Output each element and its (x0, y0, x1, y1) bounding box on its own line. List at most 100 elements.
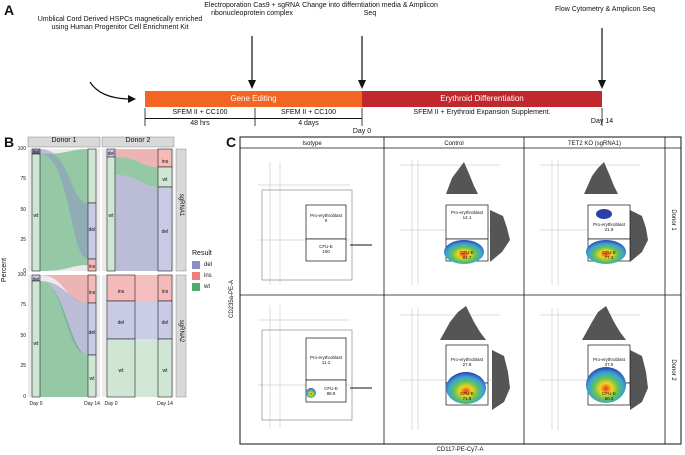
row-header-donor2: Donor 2 (670, 359, 676, 381)
sgrna2-strip (175, 274, 187, 398)
block-label: wt (108, 213, 114, 219)
flow-plot-tet2-donor2 (540, 306, 648, 430)
stage2-duration: 4 days (255, 118, 362, 128)
xtick-day14: Day 14 (157, 401, 173, 407)
gate-value: 37.5 (604, 362, 614, 367)
block-label: wt (33, 341, 39, 347)
stage2-label: SFEM II + CC100 (280, 109, 337, 116)
xtick-day0: Day 0 (104, 401, 118, 407)
gene-editing-label: Gene Editing (230, 94, 277, 103)
legend-item-wt: wt (192, 283, 232, 291)
ytick: 50 (20, 333, 26, 339)
block-label: del (161, 320, 169, 326)
alluvial-plot (27, 136, 187, 398)
gate-name: Pro-erythroblast (309, 355, 342, 360)
block-label: ins (117, 289, 125, 295)
block-label: wt (89, 376, 95, 382)
flow-plot-tet2-donor1 (540, 160, 648, 285)
stage3-label: SFEM II + Erythroid Expansion Supplement… (413, 109, 551, 116)
cd235a-axis-label: CD235a-PE-A (229, 280, 235, 319)
gate-value: 60.2 (604, 396, 614, 401)
gate-value: 77.3 (604, 255, 614, 260)
block-label: ins (88, 264, 96, 270)
flow-plot-isotype-donor2 (258, 305, 372, 428)
timeline-arrows (89, 28, 606, 126)
block-label: del (117, 320, 125, 326)
gate-name: CFU-E (602, 250, 616, 255)
day0-label: Day 0 (352, 128, 372, 135)
gate-value: 14.1 (462, 215, 472, 220)
legend-label: del (204, 262, 213, 268)
donor2-strip (101, 136, 175, 148)
legend-item-del: del (192, 261, 232, 269)
block-label: del (88, 227, 96, 233)
block-label: del (32, 277, 40, 283)
block-label: del (88, 330, 96, 336)
ytick: 50 (20, 207, 26, 213)
col-header-control: Control (444, 141, 464, 147)
xtick-day14: Day 14 (84, 401, 100, 407)
legend-title: Result (192, 250, 212, 257)
gate-name: Pro-erythroblast (450, 357, 483, 362)
legend-item-ins: ins (192, 272, 232, 280)
legend-label: ins (204, 273, 212, 279)
donor2-header: Donor 2 (125, 137, 151, 144)
gate-name: CFU-E (460, 250, 474, 255)
gate-value: 21.9 (604, 227, 614, 232)
panel-c-letter: C (226, 134, 237, 150)
block-label: wt (33, 213, 39, 219)
stage1-duration: 48 hrs (145, 118, 255, 128)
gate-name: Pro-erythroblast (592, 357, 625, 362)
legend-label: wt (204, 284, 210, 290)
gate-value: 88.9 (326, 391, 336, 396)
ytick: 100 (17, 146, 26, 152)
col-header-isotype: Isotype (302, 141, 322, 147)
gate-value: 0 (324, 218, 328, 223)
block-label: del (107, 151, 115, 157)
gate-name: CFU-E (319, 244, 333, 249)
flow-plot-control-donor2 (400, 306, 510, 430)
block-label: del (161, 229, 169, 235)
col-header-tet2: TET2 KO (sgRNA1) (567, 141, 621, 147)
legend-swatch (192, 272, 200, 280)
gate-name: CFU-E (602, 391, 616, 396)
sgrna1-strip (175, 148, 187, 272)
gate-value: 27.8 (462, 362, 472, 367)
legend-swatch (192, 283, 200, 291)
cd117-axis-label: CD117-PE-Cy7-A (436, 447, 484, 453)
stage1-label: SFEM II + CC100 (172, 109, 228, 116)
block-label: wt (162, 177, 168, 183)
gate-name: CFU-E (460, 391, 474, 396)
gate-name: CFU-E (324, 386, 338, 391)
gate-value: 71.8 (462, 396, 472, 401)
donor1-header: Donor 1 (51, 137, 77, 144)
differentiation-label: Erythroid Differentiation (440, 94, 524, 103)
facet-donor1-sgrna2 (28, 274, 100, 398)
change-media-text: Change into differntiation media & Ampli… (302, 2, 438, 17)
gate-value: 84.7 (462, 255, 472, 260)
gate-name: Pro-erythroblast (592, 222, 625, 227)
block-label: ins (88, 290, 96, 296)
panel-b-letter: B (4, 134, 15, 150)
block-label: ins (161, 289, 169, 295)
ytick: 25 (20, 363, 26, 369)
gate-value: 100 (322, 249, 330, 254)
ytick: 25 (20, 237, 26, 243)
donor1-strip (27, 136, 101, 148)
ytick: 0 (23, 394, 26, 400)
gate-name: Pro-erythroblast (309, 213, 342, 218)
facet-donor2-sgrna2 (102, 274, 174, 398)
ytick: 100 (17, 272, 26, 278)
